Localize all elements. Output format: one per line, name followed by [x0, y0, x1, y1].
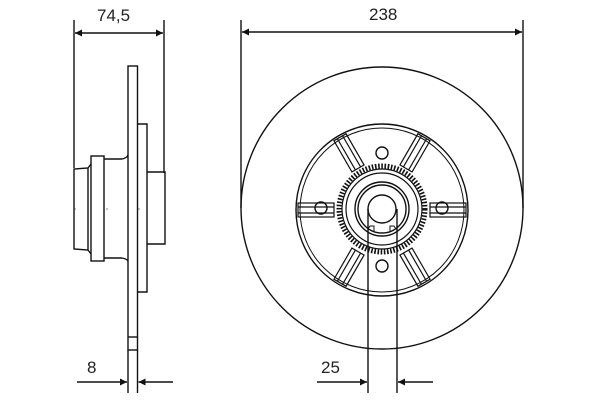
disc-outer-edge [240, 66, 524, 350]
bolt-hole-right [435, 201, 449, 215]
bolt-hole-bottom [375, 259, 389, 273]
hat-outer [295, 123, 469, 297]
dimension-label-bore: 25 [321, 358, 340, 377]
dimension-label-total-width: 74,5 [97, 6, 131, 25]
disc-plate [127, 65, 139, 351]
hub-flange [90, 155, 105, 262]
bearing-outer [354, 181, 410, 237]
hub-neck [104, 154, 129, 262]
front-view [240, 20, 524, 393]
dimension-label-thickness: 8 [87, 358, 97, 377]
hat-ribs [297, 132, 467, 288]
bolt-hole-left [314, 201, 328, 215]
bearing-end [73, 163, 92, 255]
disc-hat [137, 123, 148, 293]
center-bore [367, 194, 397, 224]
side-view [73, 20, 166, 393]
abs-ring [336, 163, 428, 255]
bolt-hole-top [375, 146, 389, 160]
rear-hub [147, 171, 166, 245]
dimension-label-diameter: 238 [369, 5, 398, 24]
